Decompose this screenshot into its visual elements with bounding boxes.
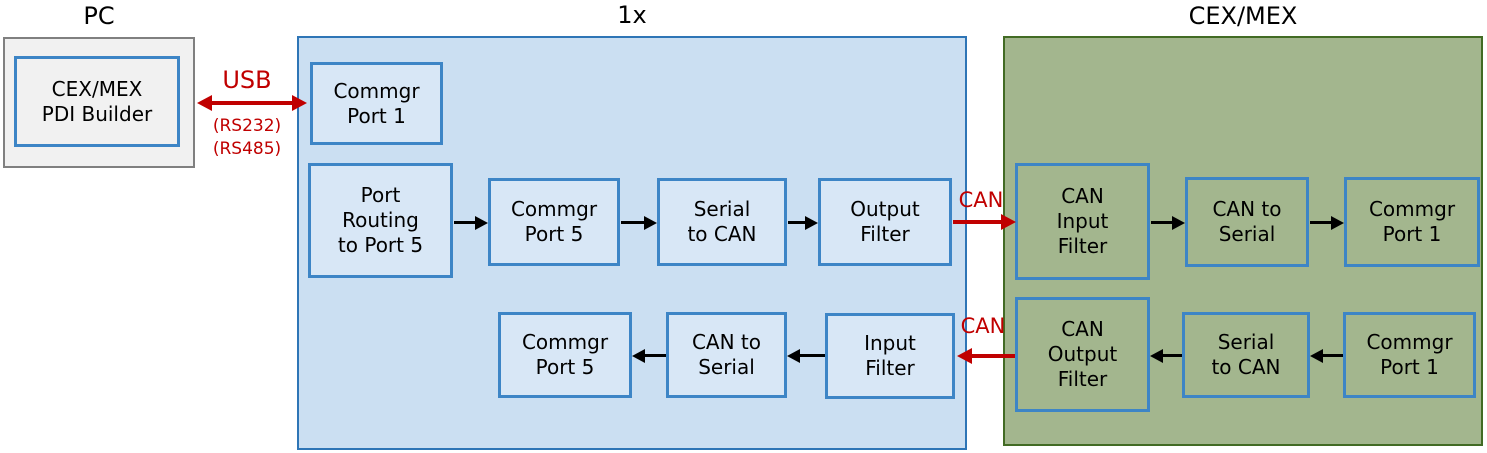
can-arrow-top: [953, 220, 1001, 224]
section-title-cex-mex: CEX/MEX: [1188, 2, 1298, 30]
arrow-caninputfilter-to-cantoserial: [1151, 221, 1172, 224]
node-1x-commgr-port5-out: Commgr Port 5: [488, 178, 620, 266]
node-1x-output-filter: Output Filter: [818, 178, 952, 266]
usb-rs232-label: (RS232): [212, 116, 282, 136]
can-label-bottom: CAN: [960, 314, 1006, 338]
can-arrow-bottom: [972, 354, 1015, 358]
arrow-commgr5-to-serialtocan: [621, 221, 644, 224]
usb-double-arrow: [212, 101, 292, 105]
arrow-commgr1-to-serialtocan: [1323, 354, 1343, 357]
node-1x-port-routing-to-port5: Port Routing to Port 5: [308, 163, 453, 278]
usb-label: USB: [222, 66, 272, 94]
node-cex-commgr-port1-in: Commgr Port 1: [1344, 177, 1480, 267]
node-1x-serial-to-can: Serial to CAN: [657, 178, 787, 266]
arrow-portrouting-to-commgr5: [454, 221, 475, 224]
node-1x-can-to-serial: CAN to Serial: [666, 312, 787, 398]
arrow-serialtocan-to-canoutputfilter: [1163, 354, 1182, 357]
can-label-top: CAN: [958, 188, 1004, 212]
node-cex-can-input-filter: CAN Input Filter: [1015, 163, 1150, 280]
node-1x-commgr-port5-in: Commgr Port 5: [498, 312, 632, 398]
arrow-cantoserial-to-commgr1: [1310, 221, 1331, 224]
node-cex-mex-pdi-builder: CEX/MEX PDI Builder: [14, 56, 180, 147]
node-cex-commgr-port1-out: Commgr Port 1: [1343, 312, 1476, 398]
arrow-serialtocan-to-outputfilter: [788, 221, 805, 224]
section-title-pc: PC: [83, 2, 115, 30]
arrow-inputfilter-to-cantoserial: [800, 354, 825, 357]
node-cex-can-output-filter: CAN Output Filter: [1015, 297, 1150, 412]
node-cex-serial-to-can: Serial to CAN: [1182, 312, 1310, 398]
node-cex-can-to-serial: CAN to Serial: [1185, 177, 1309, 267]
section-title-autopilot-1x: 1x: [617, 1, 647, 29]
node-1x-input-filter: Input Filter: [825, 313, 955, 399]
arrow-cantoserial-to-commgr5: [645, 354, 666, 357]
usb-rs485-label: (RS485): [212, 139, 282, 159]
node-1x-commgr-port1: Commgr Port 1: [310, 62, 443, 145]
